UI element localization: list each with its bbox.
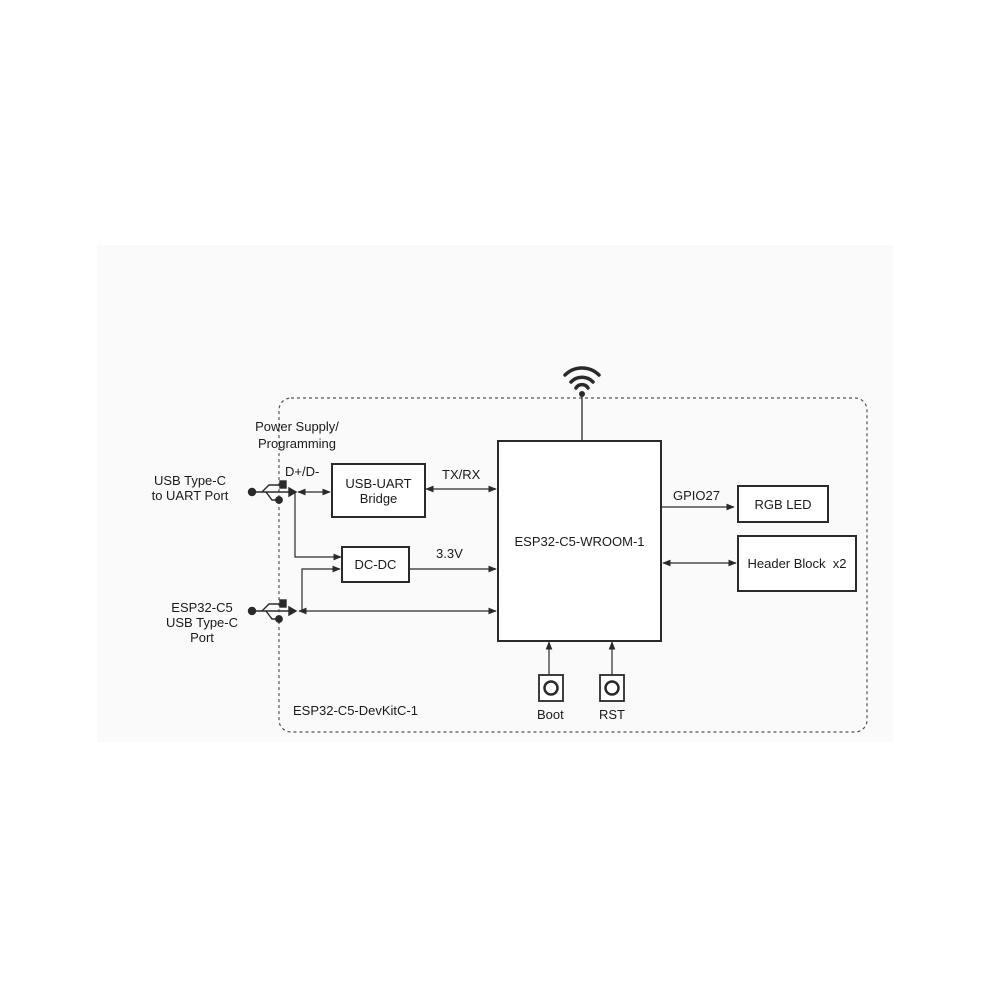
dp-dm-label: D+/D- (285, 464, 320, 479)
header-block: Header Block x2 (737, 535, 857, 592)
rst-label: RST (599, 707, 625, 722)
esp32-module-block: ESP32-C5-WROOM-1 (497, 440, 662, 642)
bridge-label-line2: Bridge (359, 490, 398, 506)
dcdc-label: DC-DC (354, 557, 397, 572)
power-label: Power Supply/ Programming (232, 419, 362, 451)
uart-port-line1: USB Type-C (153, 473, 226, 488)
bridge-label-line1: USB-UART (345, 475, 412, 491)
usb-port-label: ESP32-C5 USB Type-C Port (150, 600, 254, 645)
power-label-line1: Power Supply/ (255, 419, 339, 434)
usb-icon (247, 480, 298, 504)
boot-label: Boot (537, 707, 564, 722)
push-button-icon (538, 674, 564, 702)
dc-dc-block: DC-DC (341, 546, 410, 583)
header-label: Header Block x2 (747, 556, 847, 571)
usb-port-line2: USB Type-C (165, 615, 238, 630)
led-label: RGB LED (754, 496, 812, 512)
usb2-dcdc-link (301, 565, 341, 611)
board-label: ESP32-C5-DevKitC-1 (293, 703, 418, 718)
gpio-label: GPIO27 (673, 488, 720, 503)
usb-dcdc-link (294, 492, 342, 561)
wifi-icon (563, 366, 601, 397)
uart-port-label: USB Type-C to UART Port (140, 473, 240, 503)
board-outline (278, 397, 868, 733)
uart-port-line2: to UART Port (151, 488, 229, 503)
usb-port-line1: ESP32-C5 (171, 600, 233, 615)
usb-port-line3: Port (190, 630, 214, 645)
v33-label: 3.3V (436, 546, 463, 561)
usb-icon (247, 599, 298, 623)
tx-rx-label: TX/RX (442, 467, 481, 482)
module-label: ESP32-C5-WROOM-1 (514, 533, 645, 549)
power-label-line2: Programming (257, 436, 337, 451)
push-button-icon (599, 674, 625, 702)
rgb-led-block: RGB LED (737, 485, 829, 523)
usb-uart-bridge-block: USB-UART Bridge (331, 463, 426, 518)
background-panel (97, 245, 893, 355)
